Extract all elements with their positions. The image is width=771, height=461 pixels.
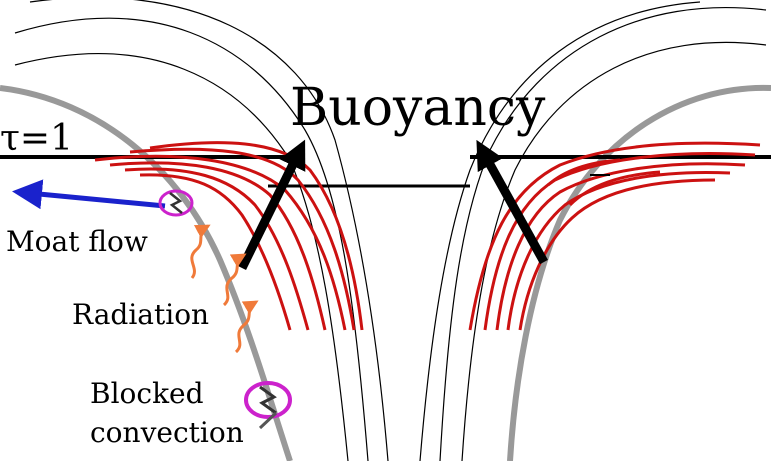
right-red-line-6 — [568, 170, 661, 207]
left-thin-line-1 — [14, 17, 369, 461]
moat-flow-label: Moat flow — [6, 225, 148, 258]
left-thin-line-3 — [29, 0, 389, 461]
left-red-line-4 — [139, 173, 292, 331]
right-red-line-7 — [547, 158, 621, 187]
left-red-line-5 — [149, 141, 364, 331]
right-thin-field-lines — [419, 1, 767, 461]
tau-label: τ=1 — [0, 118, 73, 159]
right-penumbra-boundary — [507, 84, 771, 461]
left-red-line-2 — [109, 161, 327, 331]
radiation-squiggles — [190, 224, 259, 354]
right-red-line-1 — [468, 141, 761, 331]
squiggle-arrow-icon — [222, 253, 247, 307]
left-red-line-6 — [129, 147, 356, 331]
squiggle-arrow-icon — [234, 300, 259, 354]
left-red-line-3 — [124, 167, 310, 331]
squiggle-arrow-icon — [190, 224, 211, 279]
radiation-label: Radiation — [72, 298, 209, 331]
buoyancy-label: Buoyancy — [290, 78, 546, 138]
right-red-line-3 — [495, 162, 746, 331]
right-thin-line-1 — [439, 6, 767, 461]
right-thin-line-2 — [461, 41, 767, 461]
buoyancy-arrow-right — [476, 139, 548, 265]
right-red-line-4 — [506, 171, 731, 331]
swirl-arrows-icon — [158, 189, 194, 217]
right-red-field-lines — [468, 141, 761, 331]
buoyancy-arrow-left — [237, 139, 306, 270]
right-red-line-5 — [518, 178, 716, 331]
right-thin-line-3 — [419, 1, 701, 461]
moat-flow-arrow — [12, 179, 166, 210]
swirl-arrows-icon — [244, 381, 292, 430]
left-red-field-lines — [94, 141, 364, 331]
convection-label: convection — [90, 416, 244, 449]
blocked-label: Blocked — [90, 377, 204, 410]
